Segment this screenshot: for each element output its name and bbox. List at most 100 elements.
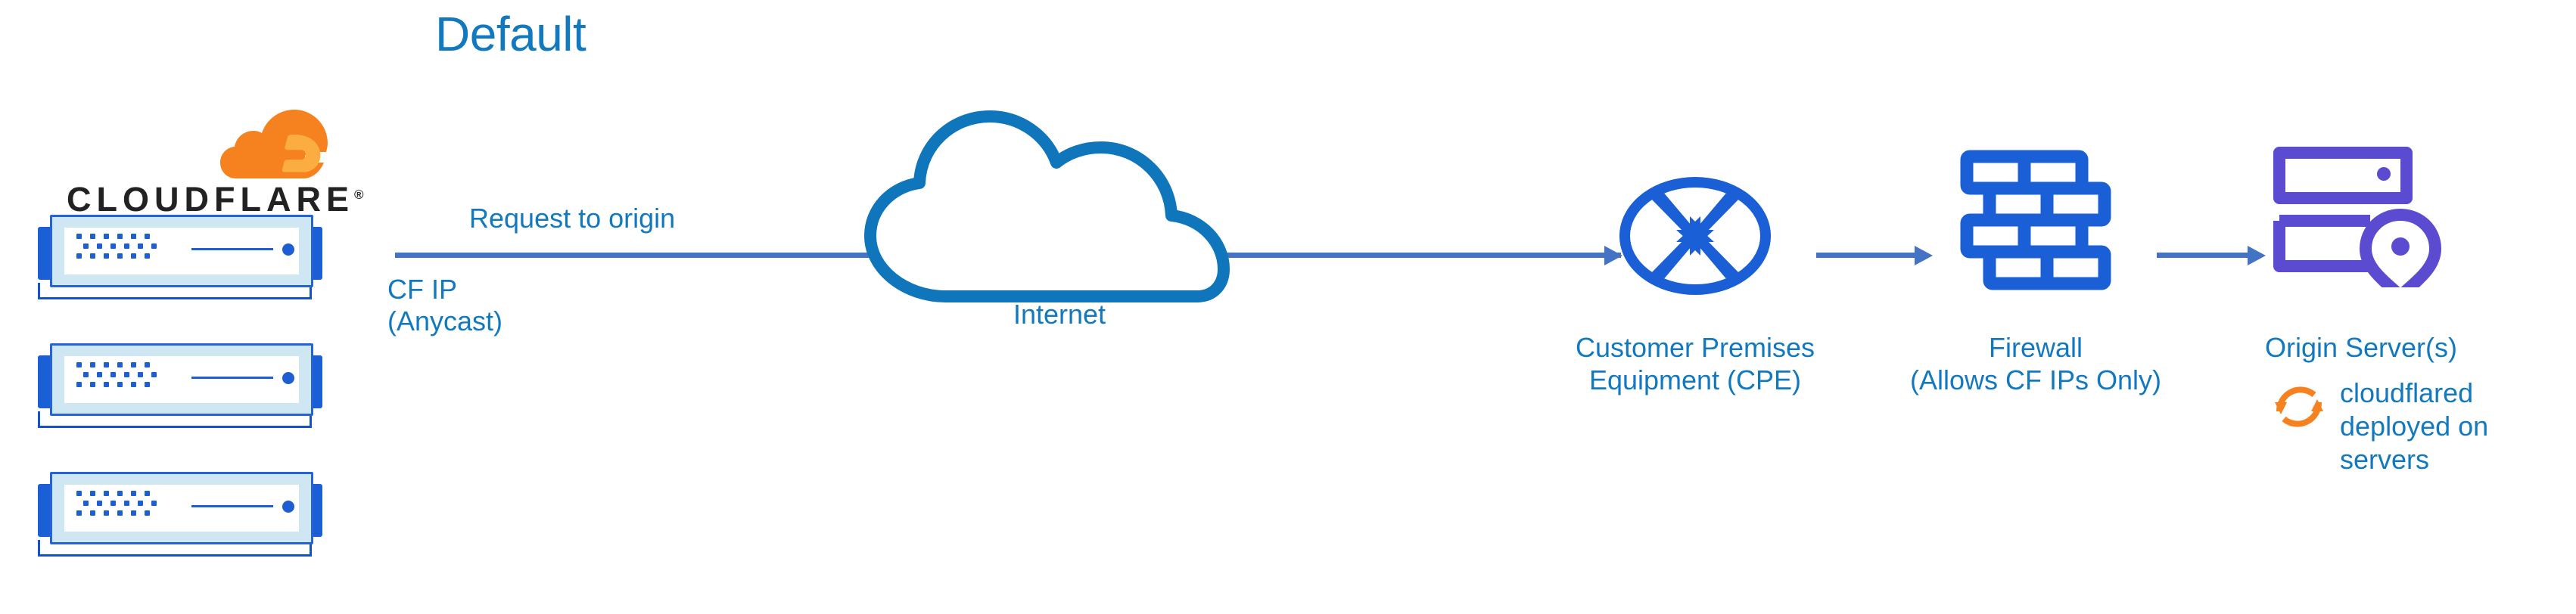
vent-dot	[117, 362, 123, 367]
vent-dot	[83, 372, 89, 377]
vent-dot	[90, 362, 95, 367]
vent-dot	[97, 243, 102, 249]
vent-dot	[131, 234, 136, 239]
cloudflare-cloud-icon	[197, 91, 348, 181]
firewall-label-line1: Firewall	[1988, 332, 2083, 363]
vent-dot	[76, 510, 82, 516]
server-faceplate	[64, 356, 299, 403]
vent-dot	[104, 510, 109, 516]
vent-dot	[117, 234, 123, 239]
vent-dot	[97, 501, 102, 506]
vent-dot	[76, 382, 82, 387]
cloudflare-server-2	[21, 342, 339, 428]
cloudflared-line1: cloudflared	[2340, 377, 2474, 408]
server-chassis	[50, 472, 313, 544]
vent-dot	[145, 491, 150, 496]
vent-dot	[117, 491, 123, 496]
brick-wall-icon	[1960, 150, 2111, 301]
internet-cloud-icon	[832, 106, 1286, 302]
vent-dot	[131, 510, 136, 516]
vent-dot	[90, 510, 95, 516]
vent-dot	[76, 362, 82, 367]
vent-dot	[138, 501, 143, 506]
origin-server-label-line1: Origin Server(s)	[2264, 332, 2458, 363]
cpe-label-line1: Customer Premises	[1575, 332, 1815, 363]
page-title: Default	[435, 7, 586, 61]
vent-dot	[104, 253, 109, 259]
server-chassis	[50, 215, 313, 287]
cloudflare-wordmark-text: CLOUDFLARE	[67, 180, 354, 219]
cloudflare-server-1	[21, 213, 339, 299]
vent-dot	[151, 372, 157, 377]
firewall-label-line2: (Allows CF IPs Only)	[1909, 364, 2162, 395]
vent-dot	[145, 253, 150, 259]
vent-dot	[151, 243, 157, 249]
cpe-label-line2: Equipment (CPE)	[1588, 364, 1802, 395]
vent-dot	[110, 243, 116, 249]
vent-dot	[124, 243, 129, 249]
cloudflared-line3: servers	[2340, 444, 2430, 475]
server-vent-dots	[76, 491, 170, 523]
vent-dot	[117, 382, 123, 387]
vent-dot	[131, 362, 136, 367]
vent-dot	[124, 372, 129, 377]
server-slot-line	[191, 505, 273, 507]
server-slot-line	[191, 248, 273, 250]
vent-dot	[117, 253, 123, 259]
vent-dot	[76, 234, 82, 239]
router-four-arrows-icon	[1616, 175, 1775, 296]
vent-dot	[117, 510, 123, 516]
vent-dot	[90, 253, 95, 259]
vent-dot	[131, 382, 136, 387]
vent-dot	[104, 491, 109, 496]
vent-dot	[90, 382, 95, 387]
server-status-led	[282, 501, 294, 513]
vent-dot	[145, 234, 150, 239]
cpe-label: Customer Premises Equipment (CPE)	[1540, 331, 1850, 396]
vent-dot	[90, 491, 95, 496]
cloudflare-wordmark: CLOUDFLARE®	[67, 180, 364, 219]
vent-dot	[145, 510, 150, 516]
internet-label: Internet	[1013, 299, 1106, 330]
request-flow-arrowhead	[1604, 246, 1622, 265]
firewall-to-origin-arrowhead	[2248, 246, 2266, 265]
vent-dot	[90, 234, 95, 239]
vent-dot	[138, 243, 143, 249]
registered-trademark-symbol: ®	[353, 188, 364, 202]
vent-dot	[97, 372, 102, 377]
server-vent-dots	[76, 362, 170, 394]
server-slot-line	[191, 377, 273, 379]
vent-dot	[145, 382, 150, 387]
cloudflared-line2: deployed on	[2340, 411, 2489, 442]
server-status-led	[282, 243, 294, 256]
vent-dot	[145, 362, 150, 367]
server-faceplate	[64, 228, 299, 274]
cloudflared-annotation: cloudflared deployed on servers	[2340, 377, 2567, 476]
firewall-label: Firewall (Allows CF IPs Only)	[1877, 331, 2195, 396]
vent-dot	[104, 382, 109, 387]
server-rack-location-pin-icon	[2270, 136, 2444, 302]
request-to-origin-label: Request to origin	[469, 203, 676, 234]
vent-dot	[76, 491, 82, 496]
cpe-to-firewall-line	[1816, 253, 1922, 258]
cloudflare-logo: CLOUDFLARE®	[23, 91, 364, 219]
vent-dot	[151, 501, 157, 506]
sync-circular-arrows-icon	[2270, 378, 2328, 436]
server-chassis	[50, 343, 313, 416]
vent-dot	[110, 372, 116, 377]
vent-dot	[76, 253, 82, 259]
vent-dot	[131, 253, 136, 259]
origin-server-label: Origin Server(s)	[2236, 331, 2486, 364]
vent-dot	[131, 491, 136, 496]
vent-dot	[83, 501, 89, 506]
vent-dot	[104, 234, 109, 239]
firewall-to-origin-line	[2157, 253, 2255, 258]
server-status-led	[282, 372, 294, 384]
vent-dot	[83, 243, 89, 249]
vent-dot	[110, 501, 116, 506]
server-faceplate	[64, 485, 299, 532]
vent-dot	[138, 372, 143, 377]
cpe-to-firewall-arrowhead	[1915, 246, 1933, 265]
vent-dot	[104, 362, 109, 367]
